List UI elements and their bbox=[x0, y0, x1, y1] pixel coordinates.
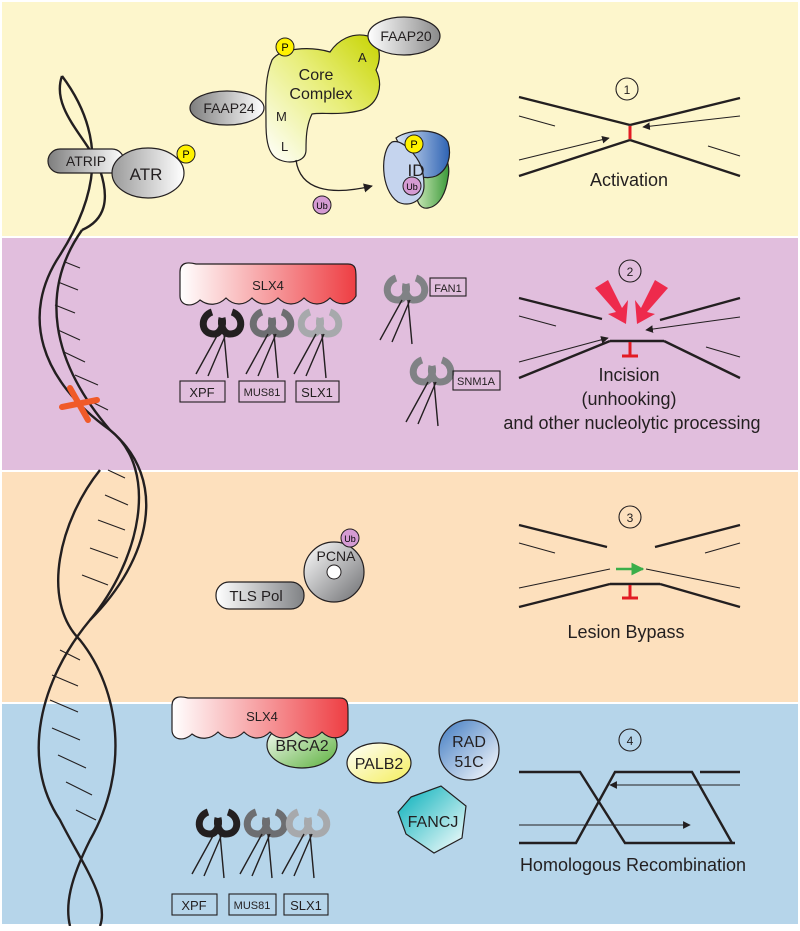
core-phospho bbox=[275, 37, 295, 57]
faap24-label: FAAP24 bbox=[203, 100, 255, 116]
step-1-number-circle bbox=[615, 77, 639, 101]
core-to-id-arrow bbox=[295, 159, 373, 193]
atr-complex: ATRIP ATR P bbox=[47, 144, 196, 199]
step-3-caption: Lesion Bypass bbox=[567, 622, 684, 642]
step-2-schematic bbox=[518, 259, 741, 380]
atr-phospho-label: P bbox=[182, 149, 189, 161]
fan1-box bbox=[429, 277, 467, 297]
slx1-label-1: SLX1 bbox=[301, 385, 333, 400]
slx1-box-2 bbox=[283, 893, 329, 916]
id-phospho bbox=[404, 134, 424, 154]
ub-free-label: Ub bbox=[316, 201, 328, 211]
core-complex-shape bbox=[265, 34, 381, 163]
step-4-schematic bbox=[519, 728, 740, 845]
step-1-schematic bbox=[518, 77, 741, 178]
step-2-number: 2 bbox=[627, 265, 634, 279]
slx4-label-2: SLX4 bbox=[246, 709, 278, 724]
incision-arrows bbox=[595, 280, 668, 324]
xpf-label-1: XPF bbox=[189, 385, 214, 400]
step-4-number: 4 bbox=[627, 734, 634, 748]
slx4-label-1: SLX4 bbox=[252, 278, 284, 293]
xpf-box-1 bbox=[179, 380, 226, 403]
pcna-ub bbox=[340, 528, 360, 548]
step-3-number: 3 bbox=[627, 511, 634, 525]
mus81-label-2: MUS81 bbox=[234, 900, 271, 912]
id-label: ID bbox=[408, 161, 425, 180]
id-ub bbox=[402, 176, 422, 196]
core-phospho-label: P bbox=[281, 42, 288, 54]
brca2-label: BRCA2 bbox=[275, 738, 328, 755]
id-complex: ID P Ub bbox=[383, 130, 451, 209]
id-phospho-label: P bbox=[410, 139, 417, 151]
step-2-caption-2: (unhooking) bbox=[581, 389, 676, 409]
tls-pol-label: TLS Pol bbox=[229, 588, 282, 605]
fan1-label: FAN1 bbox=[434, 283, 462, 295]
palb2-protein bbox=[346, 742, 412, 784]
faap20-label: FAAP20 bbox=[380, 28, 432, 44]
slx1-box-1 bbox=[295, 380, 340, 403]
rad51c-label-2: 51C bbox=[454, 754, 483, 771]
rad51c-protein bbox=[438, 719, 500, 781]
step-2-caption-3: and other nucleolytic processing bbox=[503, 413, 760, 433]
step-3-schematic bbox=[518, 505, 741, 609]
pcna-hole bbox=[326, 564, 342, 580]
dna-base-pairs bbox=[49, 261, 129, 821]
dna-lesion-cross bbox=[59, 385, 100, 423]
slx1-label-2: SLX1 bbox=[290, 898, 322, 913]
core-complex-label-1: Core bbox=[299, 67, 334, 84]
atr-protein bbox=[111, 147, 185, 199]
panel-incision-bg bbox=[2, 238, 798, 470]
slx4-scaffold-1: SLX4 bbox=[179, 262, 357, 306]
atr-phospho bbox=[176, 144, 196, 164]
step-1-number: 1 bbox=[624, 83, 631, 97]
pcna-ub-label: Ub bbox=[344, 534, 356, 544]
step-4-caption: Homologous Recombination bbox=[520, 855, 746, 875]
atrip-label: ATRIP bbox=[66, 153, 106, 169]
step-2-caption-1: Incision bbox=[598, 365, 659, 385]
xpf-box-2 bbox=[171, 893, 218, 916]
ub-free bbox=[312, 195, 332, 215]
atr-label: ATR bbox=[130, 165, 163, 184]
id-ub-label: Ub bbox=[406, 182, 418, 192]
snm1a-box bbox=[452, 370, 501, 391]
core-subunit-l: L bbox=[281, 139, 288, 154]
rad51c-label-1: RAD bbox=[452, 734, 486, 751]
slx4-scaffold-2: SLX4 bbox=[171, 696, 349, 740]
palb2-label: PALB2 bbox=[355, 756, 404, 773]
core-complex-label-2: Complex bbox=[289, 86, 352, 103]
pcna-label: PCNA bbox=[317, 548, 357, 564]
step-1-caption: Activation bbox=[590, 170, 668, 190]
faap24-protein bbox=[189, 90, 265, 126]
xpf-label-2: XPF bbox=[181, 898, 206, 913]
core-subunit-a: A bbox=[358, 50, 367, 65]
mus81-label-1: MUS81 bbox=[244, 387, 281, 399]
fancj-label: FANCJ bbox=[408, 814, 459, 831]
snm1a-label: SNM1A bbox=[457, 376, 496, 388]
fancj-protein bbox=[397, 785, 467, 854]
panel-bypass-bg bbox=[2, 472, 798, 702]
faap20-protein bbox=[367, 16, 441, 56]
core-complex: Core Complex A M L P FAAP20 FAAP24 bbox=[189, 16, 441, 163]
tls-pol-protein bbox=[215, 581, 305, 610]
mus81-box-2 bbox=[228, 893, 277, 916]
mus81-box-1 bbox=[238, 380, 286, 403]
core-subunit-m: M bbox=[276, 109, 287, 124]
